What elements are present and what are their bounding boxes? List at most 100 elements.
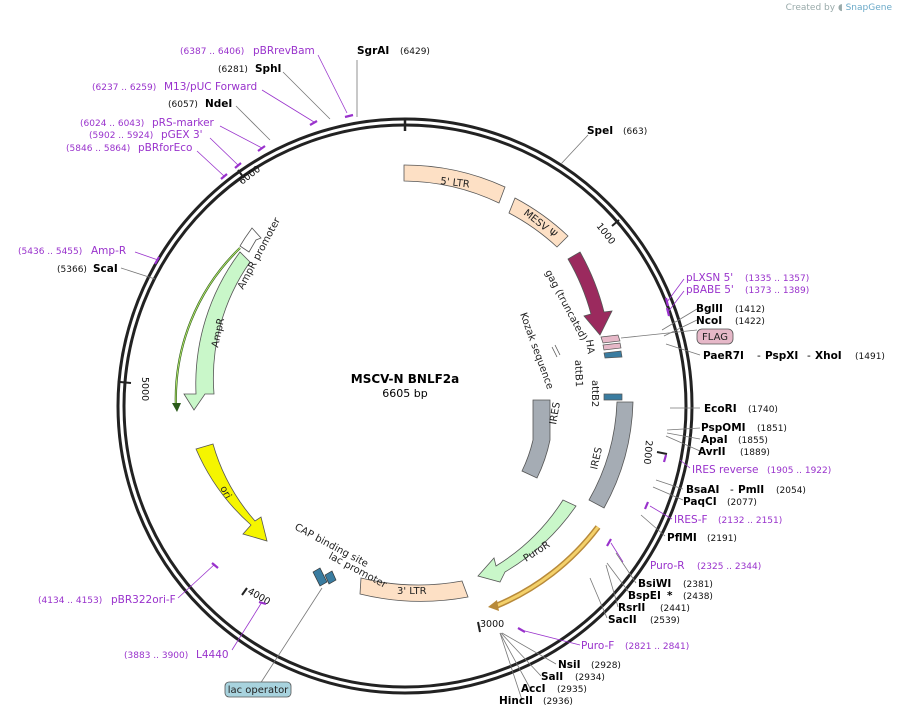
enzyme-sgrai-pos: (6429) bbox=[400, 47, 430, 57]
ampr-promoter-feature[interactable] bbox=[239, 227, 262, 253]
tick-3000: 3000 bbox=[480, 619, 504, 630]
primer-plxsn5[interactable]: pLXSN 5' bbox=[686, 272, 733, 284]
ha-tag-shape[interactable] bbox=[603, 350, 623, 359]
enzyme-pflmi[interactable]: PflMI bbox=[667, 532, 697, 544]
enzyme-pmli-pos: (2054) bbox=[776, 486, 806, 496]
primer-pbabe5[interactable]: pBABE 5' bbox=[686, 284, 734, 296]
enzyme-avrii[interactable]: AvrII bbox=[698, 446, 726, 458]
brand-name: SnapGene bbox=[845, 3, 892, 13]
enzyme-apai-pos: (1855) bbox=[738, 436, 768, 446]
primer-pbrforeco-range: (5846 .. 5864) bbox=[66, 144, 130, 154]
primer-ires-reverse-range: (1905 .. 1922) bbox=[767, 466, 831, 476]
ha-label: HA bbox=[583, 339, 596, 355]
plasmid-size: 6605 bp bbox=[382, 387, 427, 400]
enzyme-ecori[interactable]: EcoRI bbox=[704, 403, 737, 415]
enzyme-spei[interactable]: SpeI bbox=[587, 125, 613, 137]
attb1-label: attB1 bbox=[572, 360, 584, 388]
enzyme-sep-2: - bbox=[807, 350, 811, 362]
enzyme-bsaai[interactable]: BsaAI bbox=[686, 484, 719, 496]
enzyme-rsrii-pos: (2441) bbox=[660, 604, 690, 614]
primer-ires-f-range: (2132 .. 2151) bbox=[718, 516, 782, 526]
backbone-outer bbox=[116, 117, 694, 695]
enzyme-acci[interactable]: AccI bbox=[521, 683, 545, 695]
enzyme-ncoi[interactable]: NcoI bbox=[696, 315, 722, 327]
lac-shape-2[interactable] bbox=[324, 570, 337, 585]
attb2-tag-shape[interactable] bbox=[603, 393, 623, 401]
enzyme-ecori-pos: (1740) bbox=[748, 405, 778, 415]
ori-label: ori bbox=[217, 484, 233, 501]
enzyme-nsii[interactable]: NsiI bbox=[558, 659, 581, 671]
puro-outer-arc-fill bbox=[495, 526, 600, 608]
primer-ires-reverse[interactable]: IRES reverse bbox=[692, 464, 759, 476]
ampr-feature[interactable] bbox=[183, 251, 251, 411]
enzyme-apai[interactable]: ApaI bbox=[701, 434, 728, 446]
primer-labels: (6387 .. 6406) pBRrevBam (6237 .. 6259) … bbox=[18, 45, 831, 661]
flag-connector bbox=[620, 329, 698, 339]
puro-outer-arrowhead bbox=[488, 600, 499, 611]
enzyme-xhoi[interactable]: XhoI bbox=[815, 350, 842, 362]
primer-plxsn5-range: (1335 .. 1357) bbox=[745, 274, 809, 284]
primer-pgex3[interactable]: pGEX 3' bbox=[161, 129, 203, 141]
enzyme-sphi-pos: (6281) bbox=[218, 65, 248, 75]
primer-puro-f-range: (2821 .. 2841) bbox=[625, 642, 689, 652]
enzyme-xhoi-pos: (1491) bbox=[855, 352, 885, 362]
primer-leader-lines bbox=[134, 54, 691, 651]
enzyme-scai[interactable]: ScaI bbox=[93, 263, 118, 275]
primer-puro-r[interactable]: Puro-R bbox=[650, 560, 685, 572]
primer-amp-r-range: (5436 .. 5455) bbox=[18, 247, 82, 257]
primer-pbr322ori-f[interactable]: pBR322ori-F bbox=[111, 594, 176, 606]
primer-l4440[interactable]: L4440 bbox=[196, 649, 229, 661]
enzyme-pmli[interactable]: PmlI bbox=[738, 484, 764, 496]
lac-promoter-shape[interactable] bbox=[312, 567, 328, 587]
primer-pbrforeco[interactable]: pBRforEco bbox=[138, 142, 192, 154]
gag-truncated-feature[interactable] bbox=[567, 251, 613, 336]
enzyme-bglii[interactable]: BglII bbox=[696, 303, 723, 315]
primer-amp-r[interactable]: Amp-R bbox=[91, 245, 126, 257]
enzyme-bsiwi-pos: (2381) bbox=[683, 580, 713, 590]
ori-feature[interactable] bbox=[195, 443, 268, 542]
primer-ires-f[interactable]: IRES-F bbox=[674, 514, 708, 526]
enzyme-ndei[interactable]: NdeI bbox=[205, 98, 232, 110]
enzyme-paer7i[interactable]: PaeR7I bbox=[703, 350, 744, 362]
enzyme-pflmi-pos: (2191) bbox=[707, 534, 737, 544]
flag-box[interactable] bbox=[696, 328, 734, 345]
ires-outer-feature[interactable] bbox=[588, 401, 634, 509]
enzyme-pspxi[interactable]: PspXI bbox=[765, 350, 798, 362]
enzyme-sep-3: - bbox=[730, 484, 734, 496]
primer-m13-forward[interactable]: M13/pUC Forward bbox=[164, 81, 257, 93]
ltr5-feature[interactable] bbox=[403, 164, 506, 204]
enzyme-sali[interactable]: SalI bbox=[541, 671, 563, 683]
enzyme-bsiwi[interactable]: BsiWI bbox=[638, 578, 671, 590]
backbone-inner bbox=[122, 123, 688, 689]
primer-puro-f[interactable]: Puro-F bbox=[581, 640, 614, 652]
snapgene-logo-icon: ◖ bbox=[837, 3, 843, 13]
ires-inner-label: IRES bbox=[548, 401, 563, 425]
kozak-tag-shape[interactable] bbox=[602, 342, 622, 351]
tick-4000: 4000 bbox=[246, 586, 272, 608]
ires-inner-feature[interactable] bbox=[521, 399, 551, 479]
enzyme-bspei[interactable]: BspEI bbox=[628, 590, 661, 602]
enzyme-paqci[interactable]: PaqCI bbox=[683, 496, 717, 508]
enzyme-sacii[interactable]: SacII bbox=[608, 614, 637, 626]
position-ticks: 1000 2000 3000 4000 5000 6000 bbox=[119, 164, 668, 633]
primer-prs-marker[interactable]: pRS-marker bbox=[152, 117, 215, 129]
enzyme-paqci-pos: (2077) bbox=[727, 498, 757, 508]
primer-pbrrevbam-range: (6387 .. 6406) bbox=[180, 47, 244, 57]
lacop-box[interactable] bbox=[224, 681, 292, 698]
flag-tag-shape[interactable] bbox=[600, 334, 621, 344]
enzyme-sacii-pos: (2539) bbox=[650, 616, 680, 626]
attb2-label: attB2 bbox=[589, 380, 600, 407]
enzyme-pspomi[interactable]: PspOMI bbox=[701, 422, 746, 434]
primer-pbrrevbam[interactable]: pBRrevBam bbox=[253, 45, 315, 57]
enzyme-sgrai[interactable]: SgrAI bbox=[357, 45, 389, 57]
ltr5-label: 5' LTR bbox=[440, 176, 471, 191]
lacop-label: lac operator bbox=[228, 685, 289, 696]
puror-feature[interactable] bbox=[477, 499, 577, 583]
enzyme-bspei-pos: (2438) bbox=[683, 592, 713, 602]
enzyme-rsrii[interactable]: RsrII bbox=[618, 602, 645, 614]
enzyme-sphi[interactable]: SphI bbox=[255, 63, 281, 75]
enzyme-hincii[interactable]: HincII bbox=[499, 695, 533, 707]
mesv-psi-feature[interactable] bbox=[508, 197, 569, 248]
ltr3-feature[interactable] bbox=[359, 577, 469, 602]
ampr-outer-arrowhead bbox=[172, 403, 181, 412]
